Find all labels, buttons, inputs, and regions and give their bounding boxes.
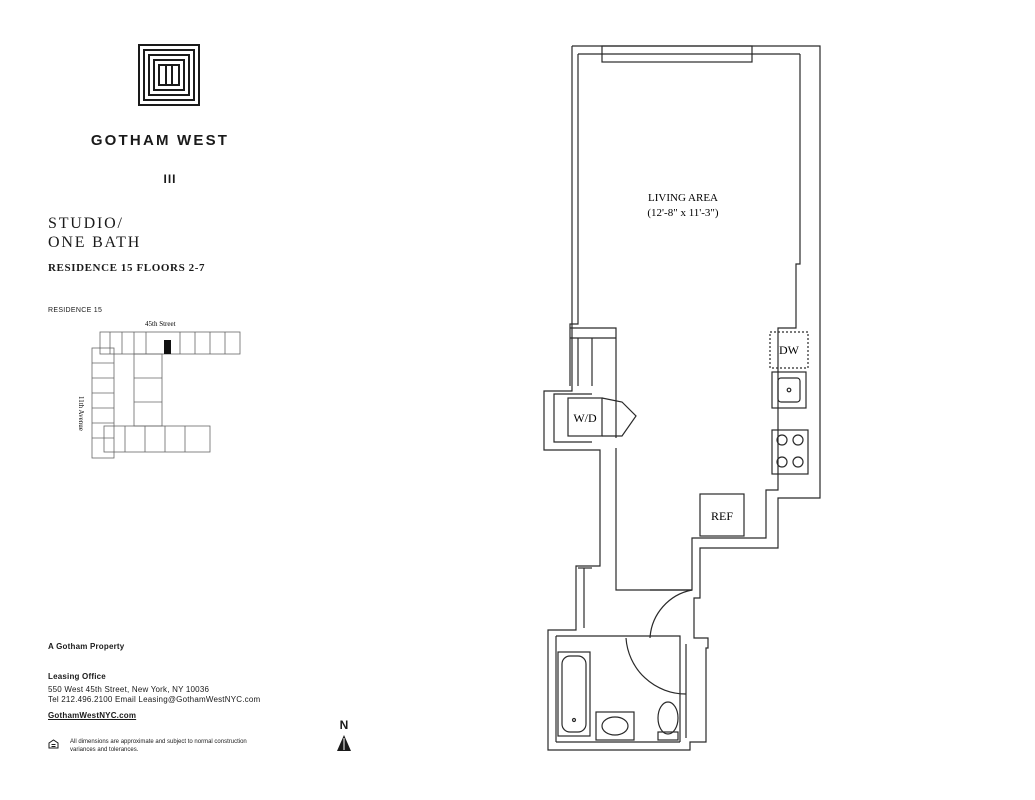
floor-plan: LIVING AREA (12'-8" x 11'-3") W/D DW REF bbox=[543, 45, 821, 751]
leasing-contact: Tel 212.496.2100 Email Leasing@GothamWes… bbox=[48, 695, 261, 704]
refrigerator-label: REF bbox=[711, 509, 733, 523]
north-label: N bbox=[339, 718, 349, 732]
website-link[interactable]: GothamWestNYC.com bbox=[48, 711, 137, 720]
property-line: A Gotham Property bbox=[48, 642, 125, 651]
keyplan-unit-highlight bbox=[164, 340, 171, 354]
keyplan-avenue-label: 11th Avenue bbox=[77, 396, 85, 431]
unit-subtitle: RESIDENCE 15 FLOORS 2-7 bbox=[48, 262, 206, 274]
unit-title-line1: STUDIO/ bbox=[48, 215, 124, 232]
unit-title: STUDIO/ ONE BATH bbox=[48, 214, 141, 252]
keyplan-label: RESIDENCE 15 bbox=[48, 307, 103, 314]
keyplan-map: 45th Street 11th Avenue bbox=[77, 320, 241, 459]
washer-dryer-label: W/D bbox=[573, 411, 597, 425]
leasing-office-title: Leasing Office bbox=[48, 672, 106, 681]
brand-name: GOTHAM WEST bbox=[90, 132, 230, 149]
living-area-dimensions: (12'-8" x 11'-3") bbox=[647, 207, 719, 219]
disclaimer: All dimensions are approximate and subje… bbox=[70, 739, 247, 753]
north-arrow-icon bbox=[337, 735, 351, 751]
building-numeral: III bbox=[163, 172, 177, 186]
unit-title-line2: ONE BATH bbox=[48, 234, 142, 251]
leasing-address: 550 West 45th Street, New York, NY 10036 bbox=[48, 685, 210, 694]
gotham-west-logo bbox=[138, 44, 200, 106]
keyplan-street-label: 45th Street bbox=[145, 320, 176, 328]
dishwasher-label: DW bbox=[779, 343, 800, 357]
equal-housing-icon bbox=[48, 739, 59, 749]
living-area-label: LIVING AREA bbox=[648, 192, 718, 204]
